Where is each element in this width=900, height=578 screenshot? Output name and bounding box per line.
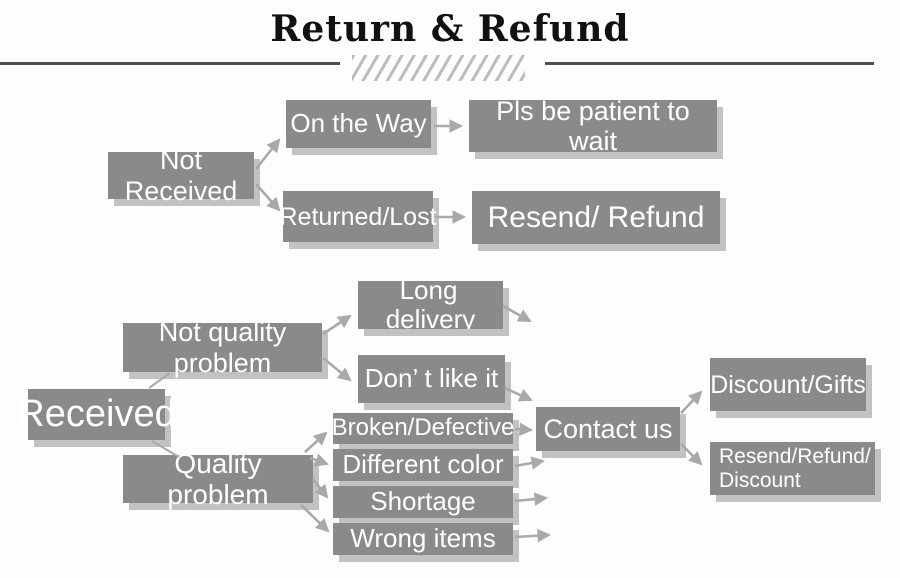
arrow-not-received-to-on-the-way [254,138,281,170]
hatch-decoration [352,55,525,81]
node-different-color: Different color [333,449,513,481]
arrow-wrong-items-to-contact [514,528,552,543]
arrow-shortage-to-contact [514,492,549,506]
arrow-broken-to-contact [514,422,534,437]
arrow-contact-to-discount-gifts [680,390,703,414]
node-broken-defective: Broken/Defective [332,413,514,444]
arrow-nqp-to-dont-like-it [322,356,352,382]
title-rule-right [545,62,874,65]
node-wrong-items: Wrong items [333,523,513,555]
arrow-dont-like-it-out [504,386,533,402]
node-on-the-way: On the Way [286,100,431,148]
node-quality-problem: Quality problem [123,448,313,510]
arrow-nqp-to-long-delivery [322,314,352,336]
arrow-qp-to-shortage [311,478,329,499]
arrow-contact-to-resend-refund-discount [680,443,703,466]
node-not-quality-problem: Not quality problem [123,317,322,378]
node-resend-refund: Resend/ Refund [472,191,720,244]
node-long-delivery: Long delivery [358,281,503,329]
page-title: Return & Refund [270,8,630,50]
node-discount-gifts: Discount/Gifts [710,358,866,411]
title-rule-left [0,62,340,65]
node-received: Received [17,389,176,440]
node-not-received: Not Received [108,145,254,206]
node-shortage: Shortage [333,486,513,518]
node-dont-like-it: Don’ t like it [358,355,505,403]
arrow-long-delivery-out [502,304,532,323]
arrow-not-received-to-returned-lost [255,183,281,212]
node-resend-refund-discount: Resend/Refund/ Discount [710,442,875,495]
node-pls-be-patient: Pls be patient to wait [469,96,717,156]
arrow-different-to-contact [514,456,545,470]
node-contact-us: Contact us [536,407,680,451]
node-returned-lost: Returned/Lost [279,191,437,242]
